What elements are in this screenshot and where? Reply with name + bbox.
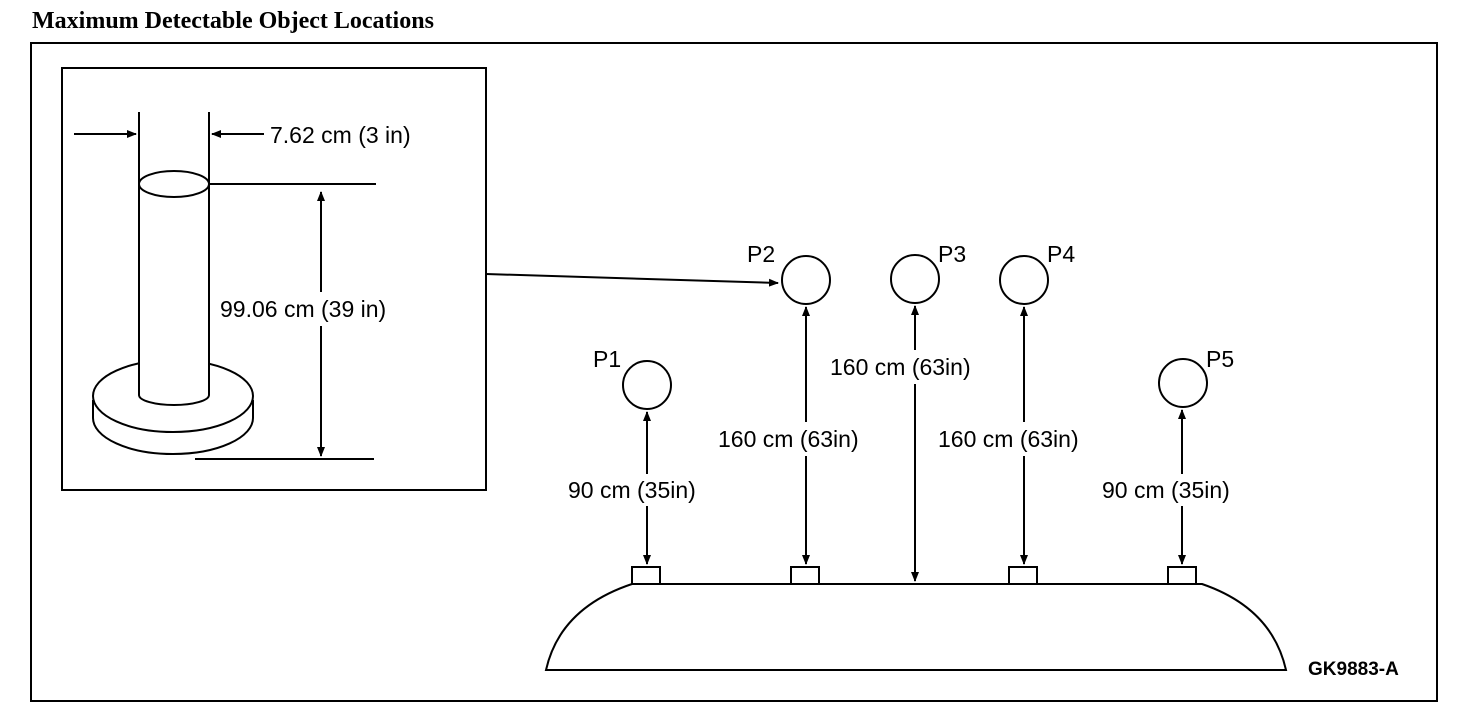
cylinder-top <box>138 170 210 198</box>
height-label: 99.06 cm (39 in) <box>220 296 386 322</box>
position-p2: P2 160 cm (63in) <box>716 241 894 565</box>
p2-distance-label: 160 cm (63in) <box>718 426 859 452</box>
diameter-label: 7.62 cm (3 in) <box>270 122 411 148</box>
test-object-inset: 7.62 cm (3 in) 99.06 cm (39 in) <box>61 67 487 491</box>
p5-distance-label: 90 cm (35in) <box>1102 477 1230 503</box>
p5-distance-bg <box>1100 474 1262 506</box>
p4-distance-label: 160 cm (63in) <box>938 426 1079 452</box>
position-p1: P1 90 cm (35in) <box>566 346 728 565</box>
figure-title: Maximum Detectable Object Locations <box>32 8 434 34</box>
p4-label: P4 <box>1047 241 1075 267</box>
p5-label: P5 <box>1206 346 1234 372</box>
p3-distance-label: 160 cm (63in) <box>830 354 971 380</box>
p1-distance-bg <box>566 474 728 506</box>
p2-circle <box>781 255 831 305</box>
p2-label: P2 <box>747 241 775 267</box>
position-p5: P5 90 cm (35in) <box>1100 346 1262 565</box>
p2-distance-bg <box>716 422 894 456</box>
sensor-2 <box>790 566 820 585</box>
inset-frame <box>61 67 487 491</box>
position-p4: P4 160 cm (63in) <box>936 241 1114 565</box>
inset-leader-arrow <box>485 273 779 287</box>
p1-distance-label: 90 cm (35in) <box>568 477 696 503</box>
p3-label: P3 <box>938 241 966 267</box>
sensor-5 <box>1167 566 1197 585</box>
p3-circle <box>890 254 940 304</box>
position-p3: P3 160 cm (63in) <box>828 241 1006 582</box>
p5-circle <box>1158 358 1208 408</box>
cylinder-body <box>138 184 210 406</box>
outer-frame <box>30 42 1438 702</box>
p3-distance-bg <box>828 350 1006 384</box>
p1-label: P1 <box>593 346 621 372</box>
sensor-4 <box>1008 566 1038 585</box>
p4-circle <box>999 255 1049 305</box>
sensor-1 <box>631 566 661 585</box>
p1-circle <box>622 360 672 410</box>
height-label-bg <box>218 292 424 326</box>
dashboard-panel <box>544 583 1288 671</box>
figure-code: GK9883-A <box>1308 659 1399 680</box>
p4-distance-bg <box>936 422 1114 456</box>
